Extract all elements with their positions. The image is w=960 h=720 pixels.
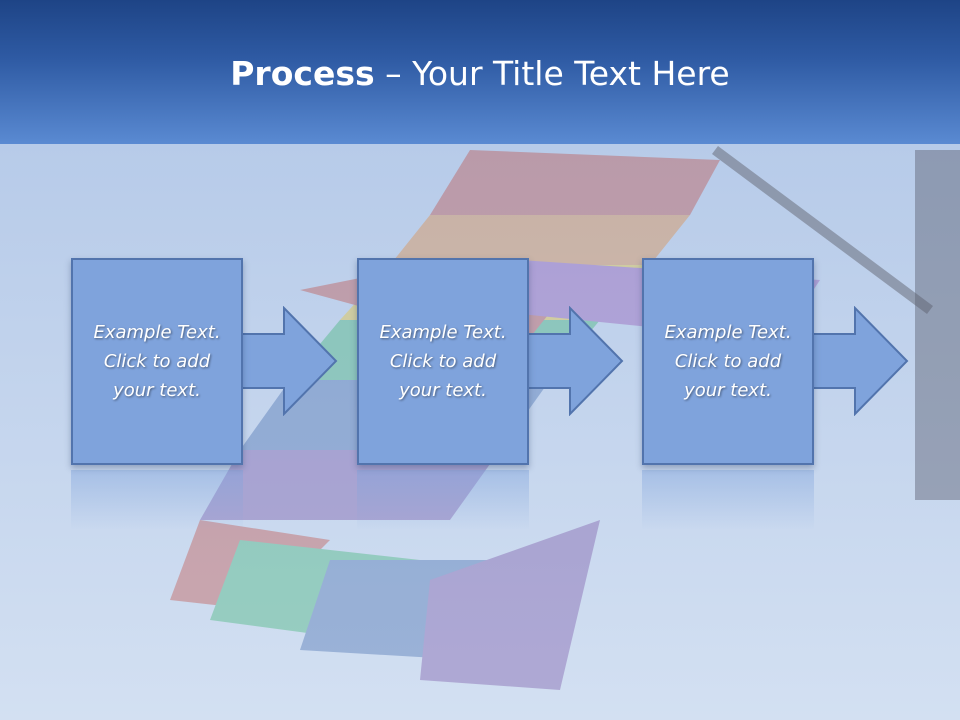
step-2-text: Example Text. Click to add your text. xyxy=(379,322,507,401)
title-rest: – Your Title Text Here xyxy=(374,54,730,93)
process-step-3[interactable]: Example Text. Click to add your text. xyxy=(642,258,814,465)
step-2-reflection xyxy=(357,470,529,530)
arrow-right-icon xyxy=(812,306,909,416)
step-3-text: Example Text. Click to add your text. xyxy=(664,322,792,401)
slide-title[interactable]: Process – Your Title Text Here xyxy=(0,48,960,100)
process-step-2[interactable]: Example Text. Click to add your text. xyxy=(357,258,529,465)
step-1-text: Example Text. Click to add your text. xyxy=(93,322,221,401)
process-step-1[interactable]: Example Text. Click to add your text. xyxy=(71,258,243,465)
arrow-right-icon xyxy=(241,306,338,416)
arrow-right-icon xyxy=(527,306,624,416)
title-bar: Process – Your Title Text Here xyxy=(0,0,960,144)
step-3-reflection xyxy=(642,470,814,530)
step-1-reflection xyxy=(71,470,243,530)
title-bold: Process xyxy=(230,54,375,93)
